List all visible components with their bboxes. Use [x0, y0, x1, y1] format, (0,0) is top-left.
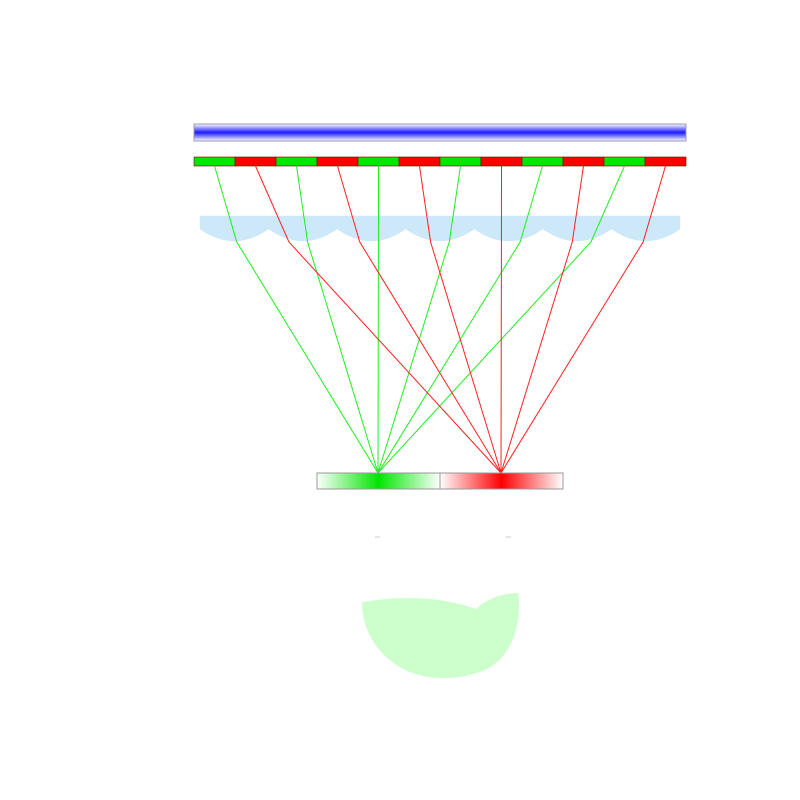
pixel-green [521, 156, 564, 167]
ray-green [377, 165, 461, 474]
ray-green [377, 165, 625, 474]
viewing-zones [316, 472, 564, 490]
pixel-red [398, 156, 441, 167]
lens [474, 215, 544, 242]
ray-green [214, 165, 379, 474]
pixel-green [357, 156, 400, 167]
lens [405, 215, 475, 242]
viewing-zone-red [439, 472, 564, 490]
ray-red [255, 165, 502, 474]
pixel-red [644, 156, 687, 167]
ray-red [500, 165, 502, 474]
ray-green [377, 165, 543, 474]
ray-paths [214, 165, 666, 474]
pixel-red [316, 156, 359, 167]
pixel-strip [193, 156, 687, 167]
pixel-green [603, 156, 646, 167]
pixel-red [234, 156, 277, 167]
pixel-green [439, 156, 482, 167]
ray-red [337, 165, 502, 474]
pixel-red [480, 156, 523, 167]
lens [611, 215, 681, 242]
viewer-head-shape [362, 593, 519, 679]
ray-red [500, 165, 666, 474]
backlight-bar [193, 123, 687, 142]
ray-red [500, 165, 584, 474]
pixel-green [193, 156, 236, 167]
pixel-red [562, 156, 605, 167]
lens [199, 215, 269, 242]
ray-green [296, 165, 379, 474]
lens-array [199, 215, 681, 242]
viewing-zone-green [316, 472, 441, 490]
pixel-green [275, 156, 318, 167]
ray-green [377, 165, 379, 474]
ray-red [419, 165, 502, 474]
lens [336, 215, 406, 242]
